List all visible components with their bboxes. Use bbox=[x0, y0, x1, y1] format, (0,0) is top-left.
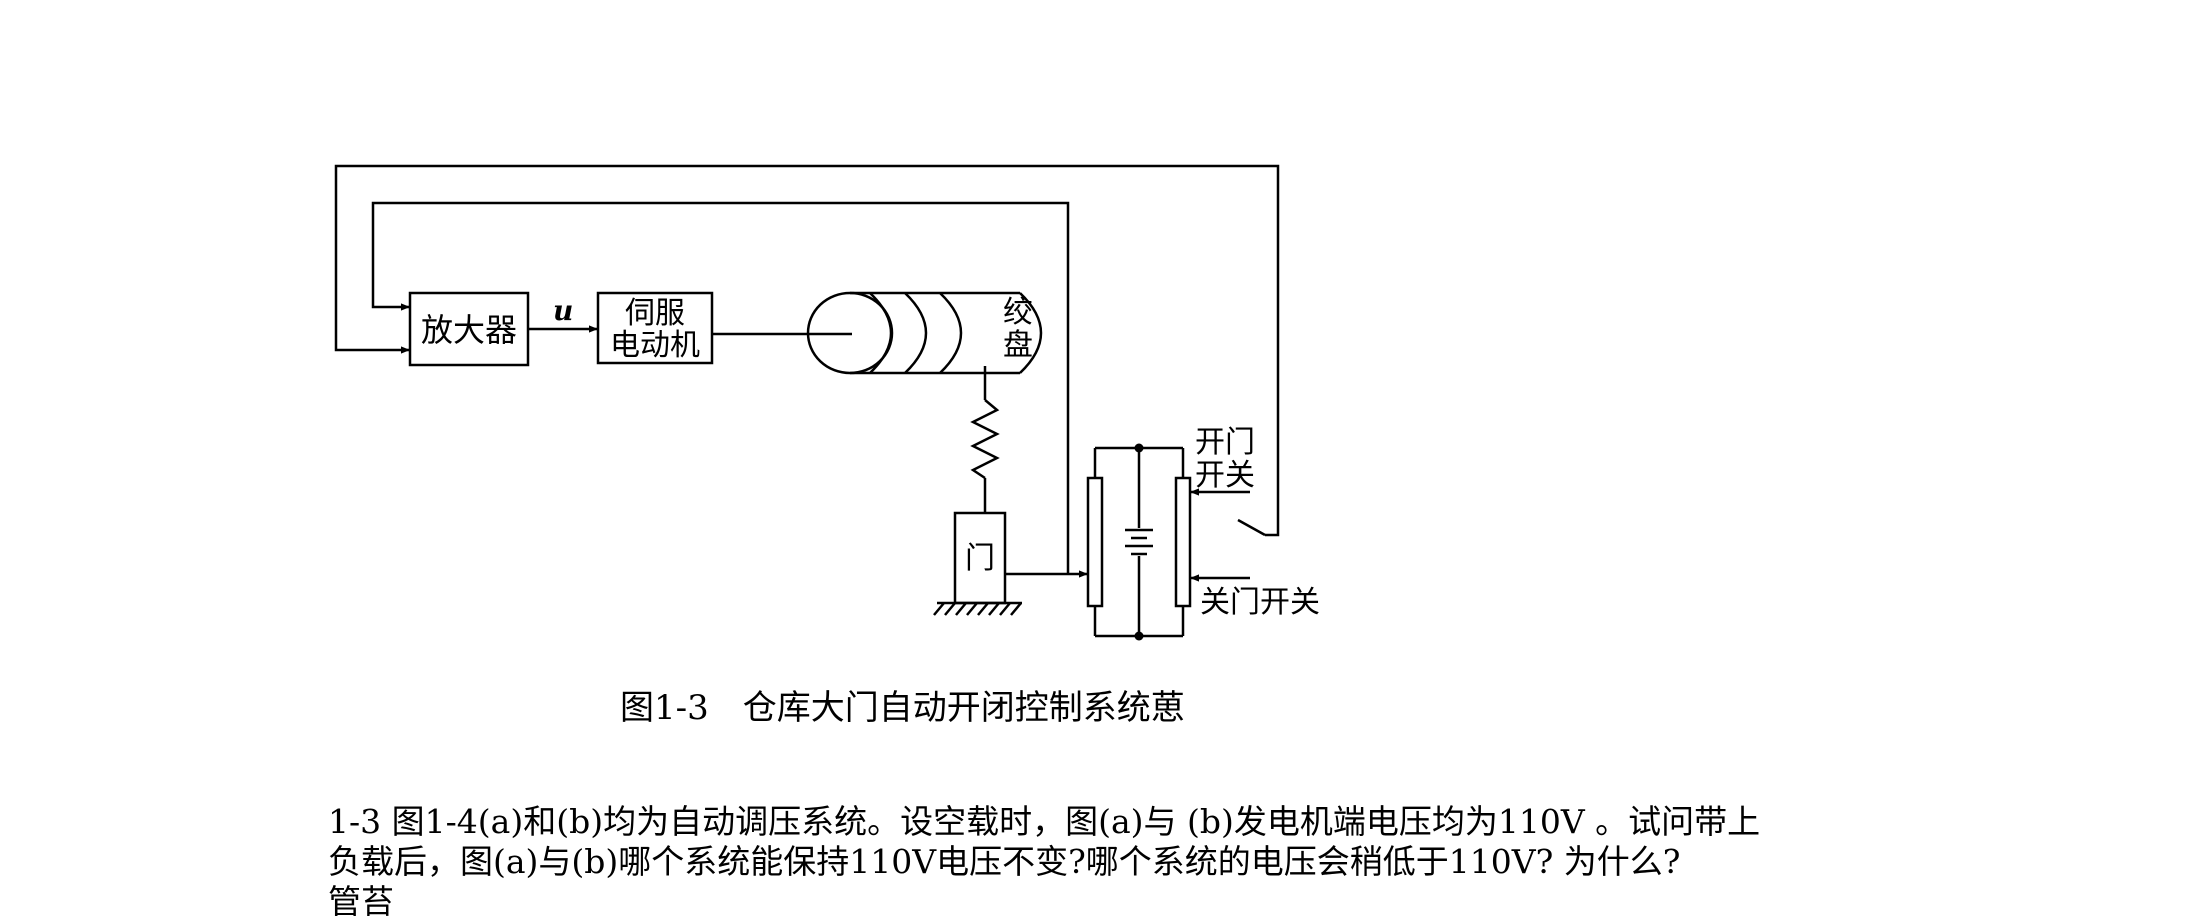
problem-line-2: 负载后，图(a)与(b)哪个系统能保持110V电压不变?哪个系统的电压会稍低于1… bbox=[328, 842, 1681, 881]
servo-motor-label-line2: 电动机 bbox=[610, 328, 700, 363]
figure-caption: 图1-3 仓库大门自动开闭控制系统葸 bbox=[620, 688, 1185, 728]
switch-bridge-circuit bbox=[1086, 446, 1192, 638]
winch-drum bbox=[806, 291, 1043, 375]
servo-motor-label-line1: 伺服 bbox=[625, 296, 685, 331]
bridge-node-bottom bbox=[1134, 631, 1144, 641]
inner-feedback-line bbox=[371, 201, 1070, 574]
winch-label-line2: 盘 bbox=[1003, 328, 1033, 363]
battery-icon bbox=[1125, 528, 1153, 556]
close-switch-label: 关门开关 bbox=[1200, 585, 1320, 620]
bridge-node-top bbox=[1134, 443, 1144, 453]
door-control-diagram: 放大器 u 伺服 电动机 绞 盘 门 bbox=[334, 164, 1320, 641]
signal-label: u bbox=[553, 294, 573, 327]
problem-text: 1-3 图1-4(a)和(b)均为自动调压系统。设空载时，图(a)与 (b)发电… bbox=[328, 802, 1968, 922]
open-switch-contact bbox=[1237, 518, 1266, 537]
door-label: 门 bbox=[965, 541, 995, 576]
ground-hatch bbox=[933, 601, 1022, 616]
open-switch-label-line2: 开关 bbox=[1195, 458, 1255, 493]
problem-line-1: 1-3 图1-4(a)和(b)均为自动调压系统。设空载时，图(a)与 (b)发电… bbox=[328, 802, 1761, 841]
problem-line-3: 管苔 bbox=[328, 882, 394, 921]
winch-label-line1: 绞 bbox=[1003, 295, 1033, 330]
outer-feedback-line bbox=[334, 164, 1280, 537]
servo-motor-box bbox=[596, 291, 714, 365]
open-switch-label-line1: 开门 bbox=[1195, 425, 1255, 460]
spring-icon bbox=[970, 399, 1000, 480]
amplifier-label: 放大器 bbox=[421, 311, 517, 349]
page: 放大器 u 伺服 电动机 绞 盘 门 bbox=[328, 164, 1760, 921]
